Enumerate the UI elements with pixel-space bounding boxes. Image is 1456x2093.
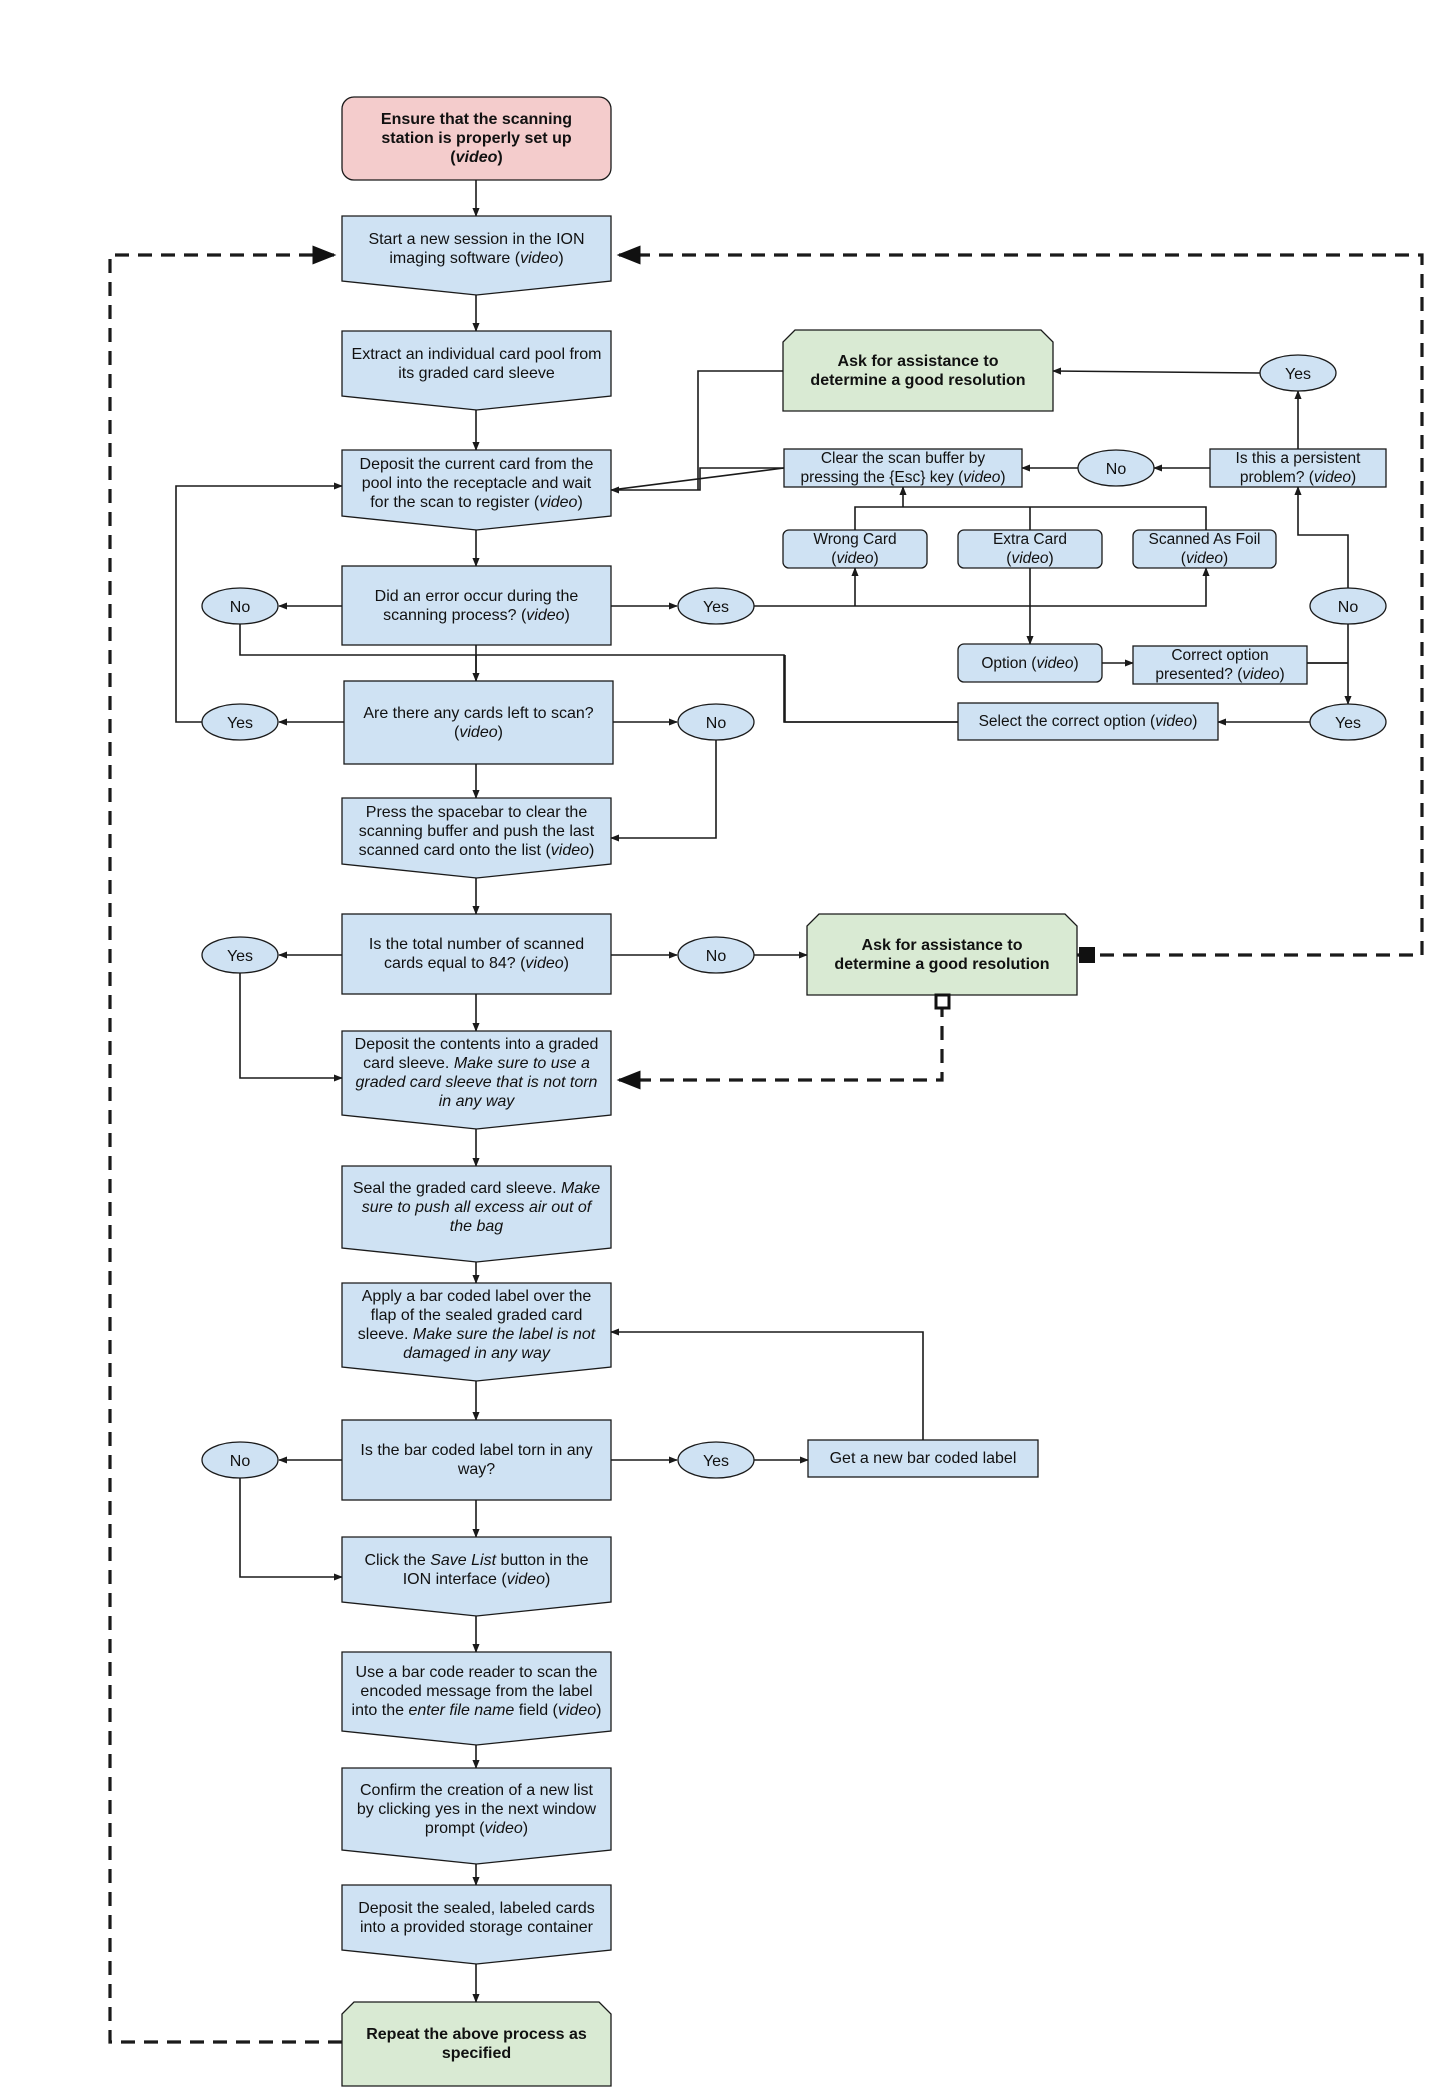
cardsleft-shape <box>343 680 614 765</box>
no-error-ellipse <box>201 587 279 625</box>
connector <box>239 1478 343 1581</box>
no-total-text: No <box>706 948 727 965</box>
option-shape <box>957 643 1103 683</box>
clearbuf-shape <box>783 448 1023 488</box>
savelist-shape <box>341 1536 612 1617</box>
setup-shape <box>341 96 612 181</box>
no-persist-text: No <box>1106 461 1127 478</box>
barlabel-shape <box>341 1282 612 1382</box>
wrongcard-shape <box>782 529 928 569</box>
connector <box>239 973 343 1082</box>
dashed-loop-assist <box>616 1003 944 1090</box>
yes-left-ellipse <box>201 703 279 741</box>
connector <box>175 482 343 723</box>
start-shape <box>341 215 612 296</box>
selectopt-shape <box>957 702 1219 741</box>
no-total-ellipse <box>677 936 755 974</box>
no-torn-ellipse <box>201 1441 279 1479</box>
no-correct-ellipse <box>1309 587 1387 625</box>
assist1-shape <box>782 329 1054 412</box>
yes-total-ellipse <box>201 936 279 974</box>
error-shape <box>341 565 612 646</box>
yes-correct-text: Yes <box>1335 715 1361 732</box>
yes-error-ellipse <box>677 587 755 625</box>
connector <box>1294 486 1349 588</box>
connector <box>754 567 1210 607</box>
yes-left-text: Yes <box>227 715 253 732</box>
connector <box>784 655 958 723</box>
dashed-loop-right <box>616 245 1424 957</box>
contents-shape <box>341 1030 612 1130</box>
barreader-shape <box>341 1651 612 1746</box>
yes-torn-text: Yes <box>703 1453 729 1470</box>
seal-shape <box>341 1165 612 1263</box>
no-correct-text: No <box>1338 599 1359 616</box>
assist2-shape <box>806 913 1078 996</box>
connector-end-marker <box>1079 947 1095 963</box>
yes-torn-ellipse <box>677 1441 755 1479</box>
foil-shape <box>1132 529 1277 569</box>
storage-shape <box>341 1884 612 1965</box>
extracard-shape <box>957 529 1103 569</box>
spacebar-shape <box>341 797 612 879</box>
connector <box>697 370 783 490</box>
yes-correct-ellipse <box>1309 703 1387 741</box>
total-shape <box>341 913 612 995</box>
no-left-ellipse <box>677 703 755 741</box>
connector <box>1052 367 1261 375</box>
no-persist-ellipse <box>1077 449 1155 487</box>
torn-shape <box>341 1419 612 1501</box>
no-left-text: No <box>706 715 727 732</box>
connector <box>610 467 784 494</box>
confirm-shape <box>341 1767 612 1865</box>
deposit-shape <box>341 449 612 531</box>
connector-start-marker <box>934 993 951 1010</box>
yes-persist-ellipse <box>1259 354 1337 392</box>
persistent-shape <box>1209 448 1387 488</box>
repeat-shape <box>341 2001 612 2087</box>
dashed-loop-left <box>108 245 342 2044</box>
connector <box>610 1328 924 1440</box>
yes-total-text: Yes <box>227 948 253 965</box>
correctopt-shape <box>1132 645 1308 685</box>
connector <box>610 740 717 842</box>
newlabel-shape <box>807 1439 1039 1478</box>
yes-persist-text: Yes <box>1285 366 1311 383</box>
extract-shape <box>341 330 612 411</box>
no-torn-text: No <box>230 1453 251 1470</box>
no-error-text: No <box>230 599 251 616</box>
yes-error-text: Yes <box>703 599 729 616</box>
